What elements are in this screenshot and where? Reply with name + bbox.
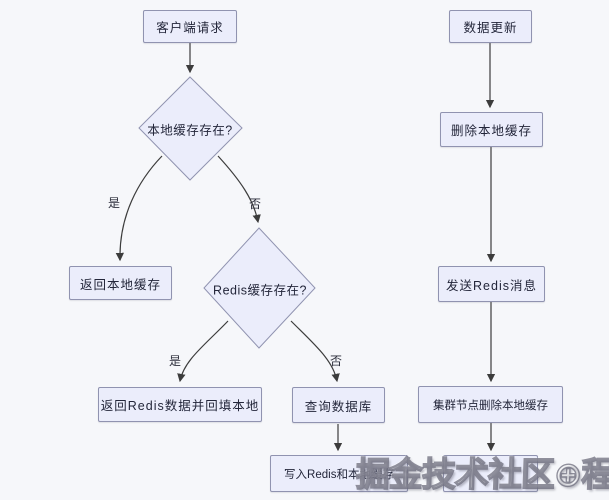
decision-local-cache-diamond (138, 76, 243, 181)
node-send-redis-message: 发送Redis消息 (438, 266, 545, 302)
node-return-local-cache: 返回本地缓存 (69, 266, 172, 300)
arrow-local-no-to-redis-decision (217, 155, 261, 224)
node-delete-local-cache: 删除本地缓存 (440, 112, 543, 147)
node-client-request: 客户端请求 (143, 10, 237, 43)
node-data-update-label: 数据更新 (463, 21, 518, 35)
edge-label-no-1: 否 (249, 197, 262, 211)
decision-redis-cache-diamond (203, 227, 316, 349)
node-query-database-label: 查询数据库 (304, 399, 373, 414)
node-cluster-delete-local-cache: 集群节点删除本地缓存 (418, 386, 563, 423)
edge-label-no-2: 否 (330, 354, 343, 368)
node-client-request-label: 客户端请求 (156, 21, 224, 35)
node-send-redis-message-label: 发送Redis消息 (446, 278, 537, 293)
node-write-redis-local-cache: 写入Redis和本地缓存 (270, 455, 408, 492)
node-write-redis-local-cache-label: 写入Redis和本地缓存 (284, 468, 394, 481)
node-cluster-delete-local-cache-label: 集群节点删除本地缓存 (433, 399, 548, 412)
arrow-redis-no-to-query-db (290, 320, 340, 383)
node-return-local-cache-label: 返回本地缓存 (79, 277, 161, 292)
edge-label-yes-1: 是 (108, 196, 121, 210)
node-query-database: 查询数据库 (292, 387, 385, 423)
decision-redis-cache-label: Redis缓存存在? (213, 283, 307, 298)
node-return-redis-backfill: 返回Redis数据并回填本地 (98, 387, 262, 422)
node-final-step (443, 455, 538, 492)
node-data-update: 数据更新 (449, 10, 532, 43)
arrow-redis-yes-to-return-redis (177, 320, 229, 383)
node-delete-local-cache-label: 删除本地缓存 (450, 124, 532, 138)
decision-local-cache-label: 本地缓存存在? (147, 123, 233, 138)
edge-label-yes-2: 是 (169, 354, 182, 368)
node-return-redis-backfill-label: 返回Redis数据并回填本地 (100, 399, 260, 413)
arrow-local-yes-to-return-local (115, 155, 163, 262)
